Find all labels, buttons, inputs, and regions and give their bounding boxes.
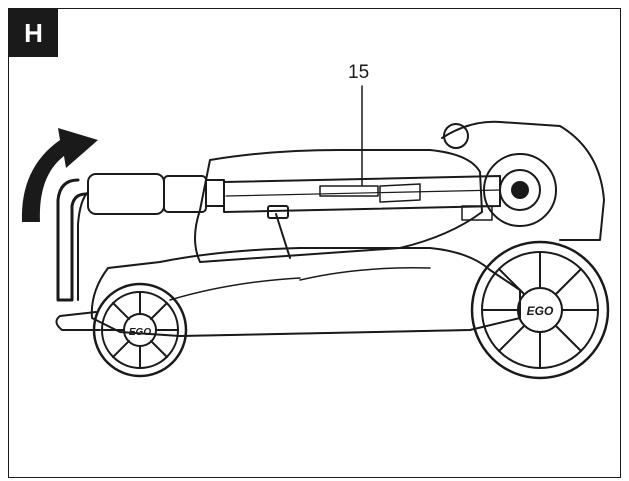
rear-wheel bbox=[470, 240, 610, 380]
rear-housing bbox=[441, 120, 605, 241]
rear-wheel-logo: EGO bbox=[527, 304, 554, 318]
rotation-arrow-icon bbox=[21, 128, 98, 222]
figure-label-badge: H bbox=[9, 9, 58, 57]
front-wheel-logo: EGO bbox=[129, 327, 151, 338]
figure-frame bbox=[8, 8, 621, 478]
front-wheel bbox=[92, 282, 188, 378]
mower-deck bbox=[55, 149, 521, 337]
callout-15-label: 15 bbox=[348, 62, 370, 83]
